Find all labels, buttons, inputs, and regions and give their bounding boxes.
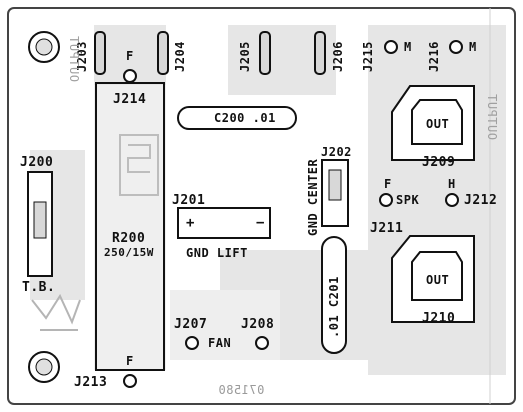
j210-inner xyxy=(411,251,463,301)
label-f-right: F xyxy=(384,177,392,191)
label-gnd-lift: GND LIFT xyxy=(186,246,248,260)
label-fan: FAN xyxy=(208,336,232,350)
label-j215: J215 xyxy=(361,41,375,72)
label-j210: J210 xyxy=(422,311,456,326)
mirrored-logo xyxy=(31,293,81,331)
mounting-hole-top-left-inner xyxy=(35,38,53,56)
pad-j208 xyxy=(255,336,269,350)
terminal-block-j200 xyxy=(27,171,53,277)
label-j206: J206 xyxy=(331,41,345,72)
pad-spk-h xyxy=(445,193,459,207)
label-m-2: M xyxy=(469,40,477,54)
label-r200: R200 xyxy=(112,231,146,246)
label-j211: J211 xyxy=(370,221,404,236)
label-j216: J216 xyxy=(427,41,441,72)
mirrored-label-right: OUTPUT xyxy=(485,93,499,140)
pad-spk-f xyxy=(379,193,393,207)
spk-pads xyxy=(379,193,459,207)
jumper-j202-slot xyxy=(328,169,342,201)
trace-resistor-area xyxy=(94,85,166,370)
label-out-bottom: OUT xyxy=(426,273,450,287)
label-j213: J213 xyxy=(74,375,108,390)
resistor-logo xyxy=(119,134,159,196)
pad-f-bottom xyxy=(123,374,137,388)
resistor-logo-frame xyxy=(119,134,159,196)
label-j202: J202 xyxy=(321,145,352,159)
label-h-right: H xyxy=(448,177,456,191)
resistor-logo-glyph xyxy=(127,144,151,173)
connector-j206 xyxy=(314,31,326,75)
j209-inner xyxy=(411,99,463,145)
connector-j204 xyxy=(157,31,169,75)
mounting-holes xyxy=(28,31,60,383)
capacitor-c200 xyxy=(177,106,297,130)
label-j205: J205 xyxy=(238,41,252,72)
pad-j207 xyxy=(185,336,199,350)
label-spk: SPK xyxy=(396,193,420,207)
mirrored-logo-zigzag xyxy=(31,293,81,325)
label-plus: + xyxy=(186,215,195,231)
label-c201: .01 C201 xyxy=(327,276,341,338)
fan-pads xyxy=(185,336,269,350)
label-j204: J204 xyxy=(173,41,187,72)
label-minus: − xyxy=(256,215,265,231)
label-j209: J209 xyxy=(422,155,456,170)
capacitor-c201 xyxy=(321,236,347,354)
label-c200: C200 .01 xyxy=(214,111,276,125)
board-outline xyxy=(7,7,516,405)
out-connector-j209 xyxy=(391,85,475,161)
label-tb: T.B. xyxy=(22,280,56,295)
label-gnd-center: GND CENTER xyxy=(306,158,320,236)
connector-j203 xyxy=(94,31,106,75)
label-j214: J214 xyxy=(113,92,147,107)
label-m-1: M xyxy=(404,40,412,54)
label-j208: J208 xyxy=(241,317,275,332)
gnd-lift-j201 xyxy=(177,207,271,239)
m-holes xyxy=(384,40,463,54)
mirrored-label-left: OUTPUT xyxy=(67,35,81,82)
terminal-block-slot xyxy=(33,201,47,239)
spade-connectors xyxy=(94,31,326,75)
pad-f-top xyxy=(123,69,137,83)
connector-j205 xyxy=(259,31,271,75)
hole-m-1 xyxy=(384,40,398,54)
label-j212: J212 xyxy=(464,193,498,208)
label-out-top: OUT xyxy=(426,117,450,131)
label-r200-rating: 250/15W xyxy=(104,246,154,259)
out-connector-j210 xyxy=(391,235,475,323)
label-j207: J207 xyxy=(174,317,208,332)
label-f-bottom: F xyxy=(126,354,134,368)
mounting-hole-bottom-left-inner xyxy=(35,358,53,376)
hole-m-2 xyxy=(449,40,463,54)
label-f-top: F xyxy=(126,49,134,63)
label-j200: J200 xyxy=(20,155,54,170)
mirrored-label-bottom: 071580 xyxy=(218,383,265,397)
label-j201: J201 xyxy=(172,193,206,208)
